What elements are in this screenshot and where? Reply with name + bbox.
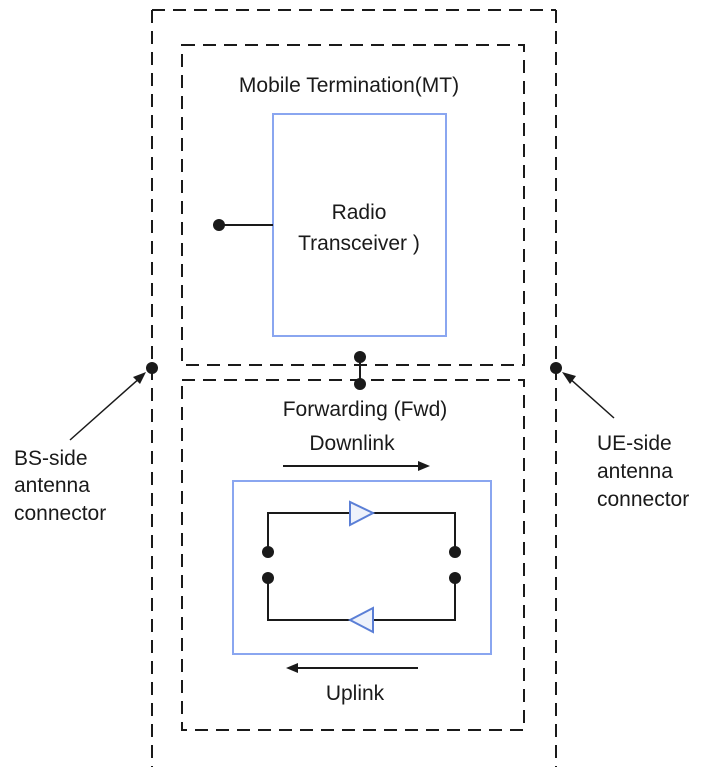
mt-box: [181, 44, 525, 366]
mt-terminal-dot: [213, 219, 225, 231]
fwd-right-top-dot: [449, 546, 461, 558]
node-boundary: [151, 9, 557, 767]
ue-side-connector-dot: [550, 362, 562, 374]
mt-fwd-dot-top: [354, 351, 366, 363]
bs-side-pointer-arrow: [69, 372, 146, 441]
uplink-arrow: [286, 663, 418, 673]
bs-side-label-line1: BS-side: [14, 447, 88, 470]
radio-transceiver-box: [272, 113, 447, 337]
fwd-left-bottom-dot: [262, 572, 274, 584]
fwd-right-bottom-dot: [449, 572, 461, 584]
mt-title: Mobile Termination(MT): [239, 74, 459, 97]
ue-side-pointer-arrow: [562, 372, 615, 419]
radio-transceiver-label-line2: Transceiver ): [298, 232, 420, 255]
downlink-arrow: [283, 461, 430, 471]
bs-side-label-line2: antenna: [14, 474, 90, 497]
downlink-label: Downlink: [309, 432, 395, 455]
bs-side-label-line3: connector: [14, 502, 106, 525]
bs-side-connector-dot: [146, 362, 158, 374]
uplink-path: [267, 578, 456, 621]
fwd-left-top-dot: [262, 546, 274, 558]
forwarding-inner-box: [232, 480, 492, 655]
uplink-label: Uplink: [326, 682, 385, 705]
ue-side-label-line1: UE-side: [597, 432, 672, 455]
ue-side-label-line2: antenna: [597, 460, 673, 483]
fwd-box: [181, 379, 525, 731]
fwd-title: Forwarding (Fwd): [283, 398, 448, 421]
mt-fwd-dot-bottom: [354, 378, 366, 390]
downlink-path: [267, 512, 456, 552]
radio-transceiver-label-line1: Radio: [332, 201, 387, 224]
uplink-amplifier: [347, 606, 374, 634]
downlink-amplifier: [349, 500, 376, 527]
ue-side-label-line3: connector: [597, 488, 689, 511]
